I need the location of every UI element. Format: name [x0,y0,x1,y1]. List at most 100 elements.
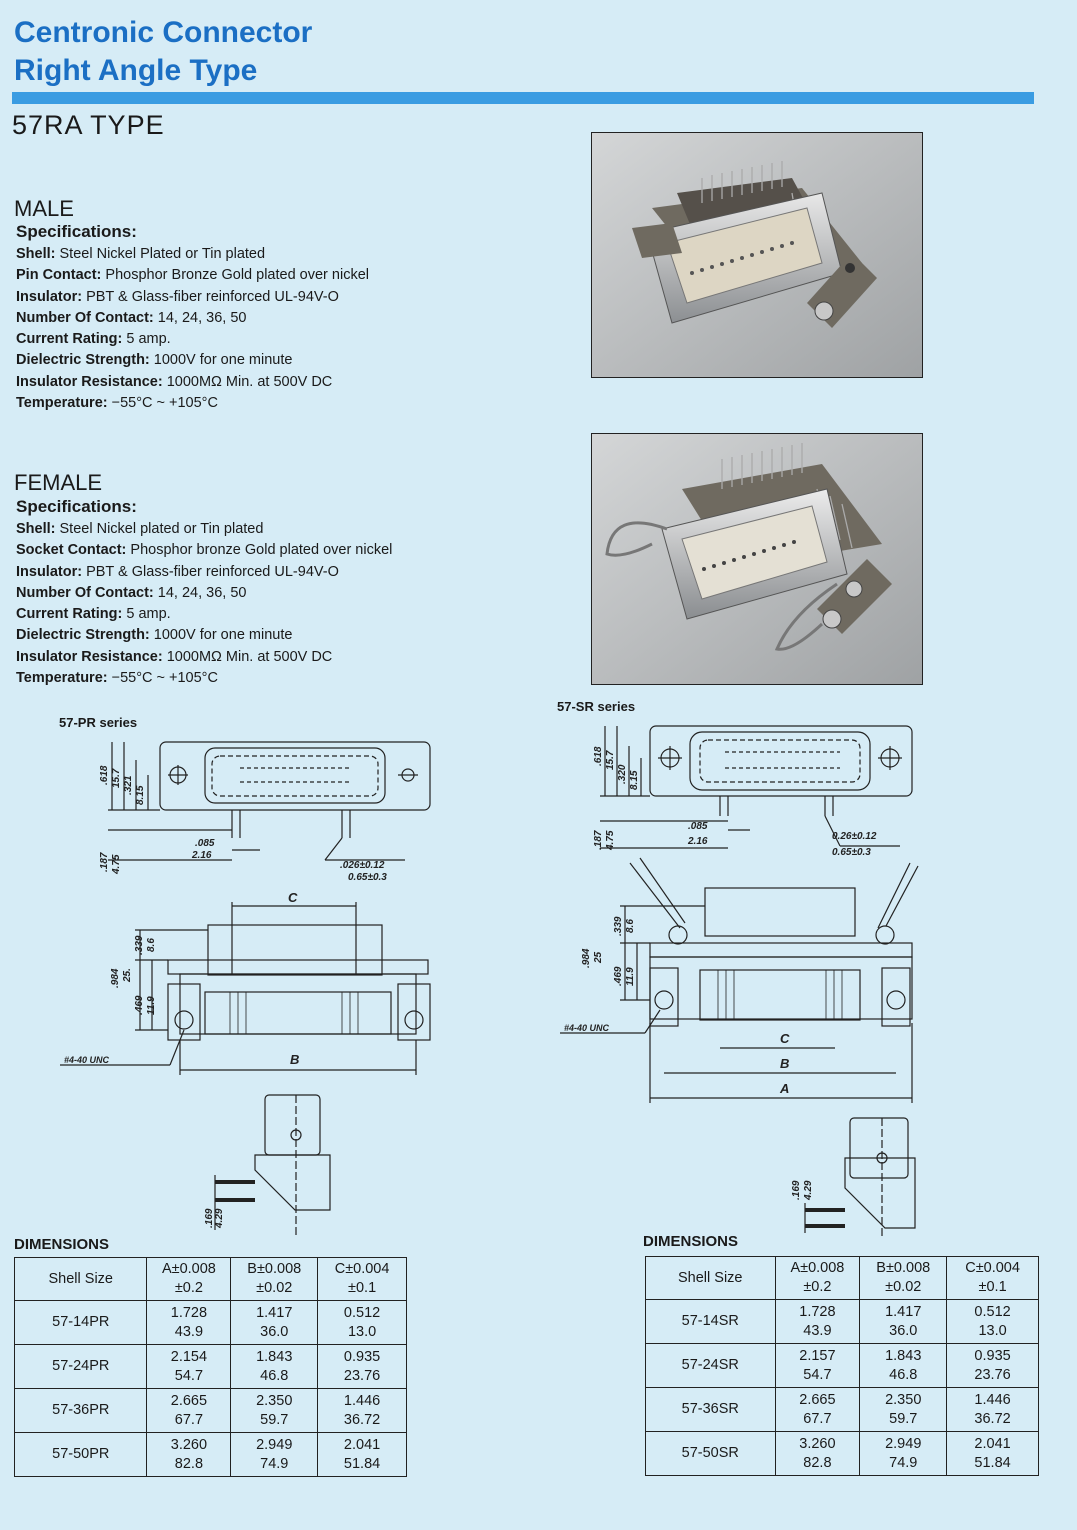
dim-label: .169 [204,1208,215,1228]
spec-row: Shell: Steel Nickel plated or Tin plated [16,521,264,537]
dim-label: 25 [593,951,604,964]
dim-label: 11.9 [625,967,636,986]
column-header: Shell Size [645,1256,776,1300]
dim-label: .169 [791,1180,802,1200]
dim-label: 2.16 [191,850,212,861]
dim-label: .085 [195,838,215,849]
female-spec-heading: Specifications: [16,497,137,516]
shell-size-cell: 57-24PR [13,1344,148,1389]
dim-label: .320 [617,764,628,784]
dim-label: 11.9 [146,996,157,1015]
shell-size-cell: 57-24SR [645,1343,776,1388]
shell-size-cell: 57-50SR [645,1431,776,1476]
dim-label: 0.26±0.12 [832,831,877,842]
page-title: Centronic Connector Right Angle Type [14,14,312,90]
dim-label: .984 [581,948,592,968]
table-header-row: Shell Size A±0.008±0.2 B±0.008±0.02 C±0.… [645,1256,1039,1300]
dim-label: 4.75 [111,854,122,875]
column-header: A±0.008±0.2 [774,1256,861,1300]
shell-size-cell: 57-14PR [13,1300,148,1345]
dim-label: B [290,1052,299,1067]
pr-series-label: 57-PR series [59,715,138,730]
sr-series-label: 57-SR series [557,699,636,714]
column-header: B±0.008±0.02 [859,1256,948,1300]
column-header: C±0.004±0.1 [317,1257,407,1301]
dim-label: 8.6 [625,919,636,933]
column-header: C±0.004±0.1 [946,1256,1039,1300]
shell-size-cell: 57-14SR [645,1299,776,1344]
dim-label: .469 [613,966,624,986]
title-rule [12,92,1034,104]
dim-label: .026±0.12 [340,860,385,871]
dim-label: 4.75 [605,830,616,851]
dim-label: 4.29 [803,1180,814,1201]
dim-label: #4-40 UNC [64,1055,110,1065]
dim-label: 15.7 [605,750,616,770]
dim-label: .339 [613,916,624,936]
dim-label: .085 [688,821,708,832]
spec-row: Number Of Contact: 14, 24, 36, 50 [16,309,247,326]
female-connector-photo [591,433,923,685]
dim-label: .187 [593,830,604,850]
dim-label: B [780,1056,789,1071]
spec-row: Dielectric Strength: 1000V for one minut… [16,352,293,369]
female-spec-list: Shell: Steel Nickel plated or Tin plated… [16,519,392,689]
spec-row: Pin Contact: Phosphor Bronze Gold plated… [16,267,369,284]
column-header: A±0.008±0.2 [146,1257,232,1301]
spec-row: Insulator Resistance: 1000MΩ Min. at 500… [16,648,333,665]
dim-label: A [779,1081,789,1096]
pr-technical-drawing: .618 15.7 .321 8.15 .085 2.16 .187 4.75 … [60,741,431,1235]
dim-label: 8.15 [135,785,146,805]
sr-dimensions-table: Shell Size A±0.008±0.2 B±0.008±0.02 C±0.… [645,1256,1039,1476]
male-spec-list: Shell: Steel Nickel Plated or Tin plated… [16,244,369,414]
spec-row: Shell: Steel Nickel Plated or Tin plated [16,246,266,262]
column-header: Shell Size [13,1257,148,1301]
spec-row: Temperature: −55°C ~ +105°C [16,395,218,412]
spec-row: Insulator: PBT & Glass-fiber reinforced … [16,563,339,580]
male-spec-heading: Specifications: [16,222,137,241]
dim-label: .187 [99,852,110,872]
dim-label: .618 [99,765,110,785]
shell-size-cell: 57-36SR [645,1387,776,1432]
dim-label: 0.65±0.3 [348,872,387,883]
dim-label: 8.15 [629,770,640,790]
spec-row: Insulator: PBT & Glass-fiber reinforced … [16,288,339,305]
title-line-1: Centronic Connector [14,16,313,49]
sr-dimensions-heading: DIMENSIONS [643,1233,739,1250]
sr-technical-drawing: .618 15.7 .320 8.15 .085 2.16 .187 4.75 … [560,725,919,1236]
dim-label: 15.7 [111,768,122,788]
dim-label: 25. [122,968,133,983]
dim-label: .339 [134,935,145,955]
pr-dimensions-table: Shell Size A±0.008±0.2 B±0.008±0.02 C±0.… [13,1257,407,1477]
male-heading: MALE [14,196,74,221]
type-label: 57RA TYPE [12,110,165,140]
column-header: B±0.008±0.02 [230,1257,319,1301]
shell-size-cell: 57-36PR [13,1388,148,1433]
dim-label: 0.65±0.3 [832,847,871,858]
dim-label: C [288,890,298,905]
